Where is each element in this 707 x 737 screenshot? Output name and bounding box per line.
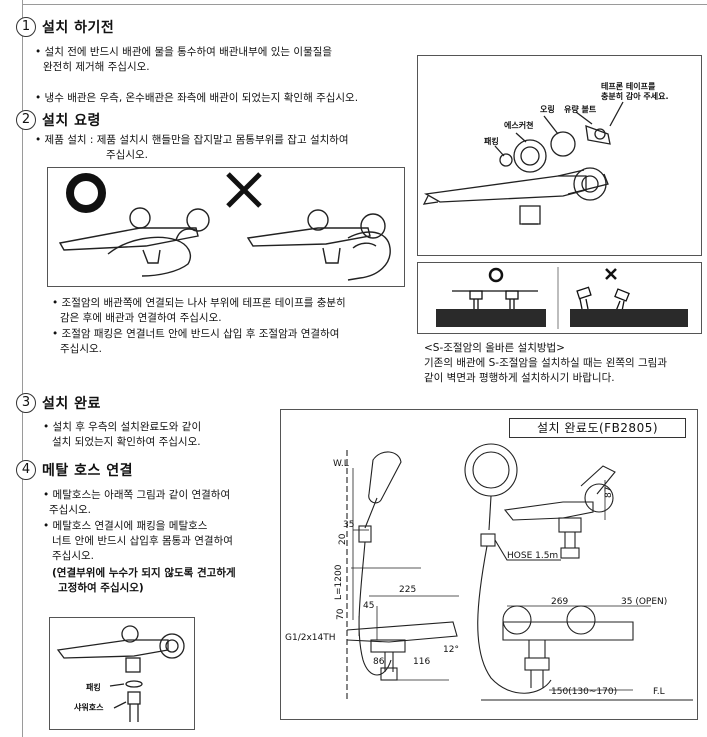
section-title: 설치 하기전 [42, 20, 115, 36]
parts-illustration: 테프론 테이프를 충분히 감아 주세요. 오링 유량 볼트 에스커쳔 패킹 [417, 55, 702, 256]
dim-269: 269 [551, 597, 568, 607]
part-label-packing: 패킹 [484, 136, 499, 146]
s1-line-2: 완전히 제거해 주십시오. [43, 61, 150, 73]
s3-line-2: 설치 되었는지 확인하여 주십시오. [52, 436, 201, 448]
dim-150: 150(130~170) [551, 687, 617, 697]
section-number: 3 [16, 393, 36, 413]
s4-line-3: • 메탈호스 연결시에 패킹을 메탈호스 [43, 520, 208, 532]
s2-bullet-1: • 조절암의 배관쪽에 연결되는 나사 부위에 테프론 테이프를 충분히 [52, 297, 346, 309]
part-label-teflon-1: 테프론 테이프를 [601, 81, 656, 91]
s2-bullet-3: • 조절암 패킹은 연결너트 안에 반드시 삽입 후 조절암과 연결하여 [52, 328, 340, 340]
s1-line-3: • 냉수 배관은 우측, 온수배관은 좌측에 배관이 되었는지 확인해 주십시오… [35, 92, 359, 104]
section-number: 2 [16, 110, 36, 130]
dim-20: 20 [338, 533, 348, 545]
s2-bullet-2: 감은 후에 배관과 연결하여 주십시오. [60, 312, 222, 324]
completion-drawing: W.L 35 20 L=1200 225 45 70 G1/2x14TH 86 … [285, 443, 693, 701]
dim-35: 35 [343, 520, 354, 530]
s-arm-illustration [417, 262, 702, 334]
part-label-o-ring: 오링 [540, 104, 555, 114]
dim-fl: F.L [653, 687, 665, 697]
dim-thread: G1/2x14TH [285, 633, 336, 643]
s2-line-2: 주십시오. [106, 149, 148, 161]
s4-bold-2: 고정하여 주십시오) [58, 582, 144, 594]
s4-line-4: 너트 안에 반드시 삽입후 몸통과 연결하여 [52, 535, 233, 547]
completion-drawing-frame: W.L 35 20 L=1200 225 45 70 G1/2x14TH 86 … [280, 409, 698, 720]
dim-45: 45 [363, 601, 374, 611]
dim-70: 70 [336, 608, 346, 620]
dim-hose: HOSE 1.5m [507, 551, 558, 561]
dim-l1200: L=1200 [334, 564, 344, 600]
page-margin-line [22, 0, 23, 737]
grip-illustration [47, 167, 405, 287]
dim-116: 116 [413, 657, 430, 667]
part-label-teflon-2: 충분히 감아 주세요. [601, 91, 669, 101]
hose-label-packing: 패킹 [86, 682, 101, 692]
dim-open: 35 (OPEN) [621, 597, 667, 607]
hose-drawing: 패킹 샤워호스 [56, 625, 185, 722]
part-label-escutcheon: 에스커쳔 [504, 120, 533, 130]
s-arm-note-line-1: 기존의 배관에 S-조절암을 설치하실 때는 왼쪽의 그림과 [424, 357, 667, 369]
hose-label-shower-hose: 샤워호스 [74, 702, 104, 712]
s-arm-drawing [436, 267, 688, 329]
section-2-heading: 2 설치 요령 [16, 110, 101, 130]
hose-illustration: 패킹 샤워호스 [49, 617, 195, 730]
dim-86: 86 [373, 657, 385, 667]
section-4-heading: 4 메탈 호스 연결 [16, 460, 133, 480]
page-top-line [22, 4, 707, 5]
s-arm-note-line-2: 같이 벽면과 평행하게 설치하시기 바랍니다. [424, 372, 615, 384]
s-arm-note-title: <S-조절암의 올바른 설치방법> [424, 342, 565, 354]
grip-drawing [58, 172, 391, 281]
completion-drawing-title: 설치 완료도(FB2805) [509, 418, 686, 438]
dim-wl: W.L [333, 459, 349, 469]
dim-225: 225 [399, 585, 416, 595]
dim-87: 87 [604, 487, 614, 498]
s4-line-1: • 메탈호스는 아래쪽 그림과 같이 연결하여 [43, 489, 231, 501]
dim-angle: 12° [443, 645, 459, 655]
section-number: 1 [16, 17, 36, 37]
s4-bold-1: (연결부위에 누수가 되지 않도록 견고하게 [52, 567, 236, 579]
section-title: 설치 요령 [42, 113, 101, 129]
section-1-heading: 1 설치 하기전 [16, 17, 114, 37]
section-title: 설치 완료 [42, 396, 101, 412]
section-number: 4 [16, 460, 36, 480]
section-3-heading: 3 설치 완료 [16, 393, 101, 413]
s1-line-1: • 설치 전에 반드시 배관에 물을 통수하여 배관내부에 있는 이물질을 [35, 46, 333, 58]
s4-line-2: 주십시오. [49, 504, 91, 516]
s4-line-5: 주십시오. [52, 550, 94, 562]
s3-line-1: • 설치 후 우측의 설치완료도와 같이 [43, 421, 202, 433]
section-title: 메탈 호스 연결 [42, 463, 134, 479]
parts-drawing: 테프론 테이프를 충분히 감아 주세요. 오링 유량 볼트 에스커쳔 패킹 [422, 81, 669, 225]
s2-bullet-4: 주십시오. [60, 343, 102, 355]
part-label-flow-bolt: 유량 볼트 [564, 104, 597, 114]
s2-line-1: • 제품 설치 : 제품 설치시 핸들만을 잡지말고 몸통부위를 잡고 설치하여 [35, 134, 349, 146]
